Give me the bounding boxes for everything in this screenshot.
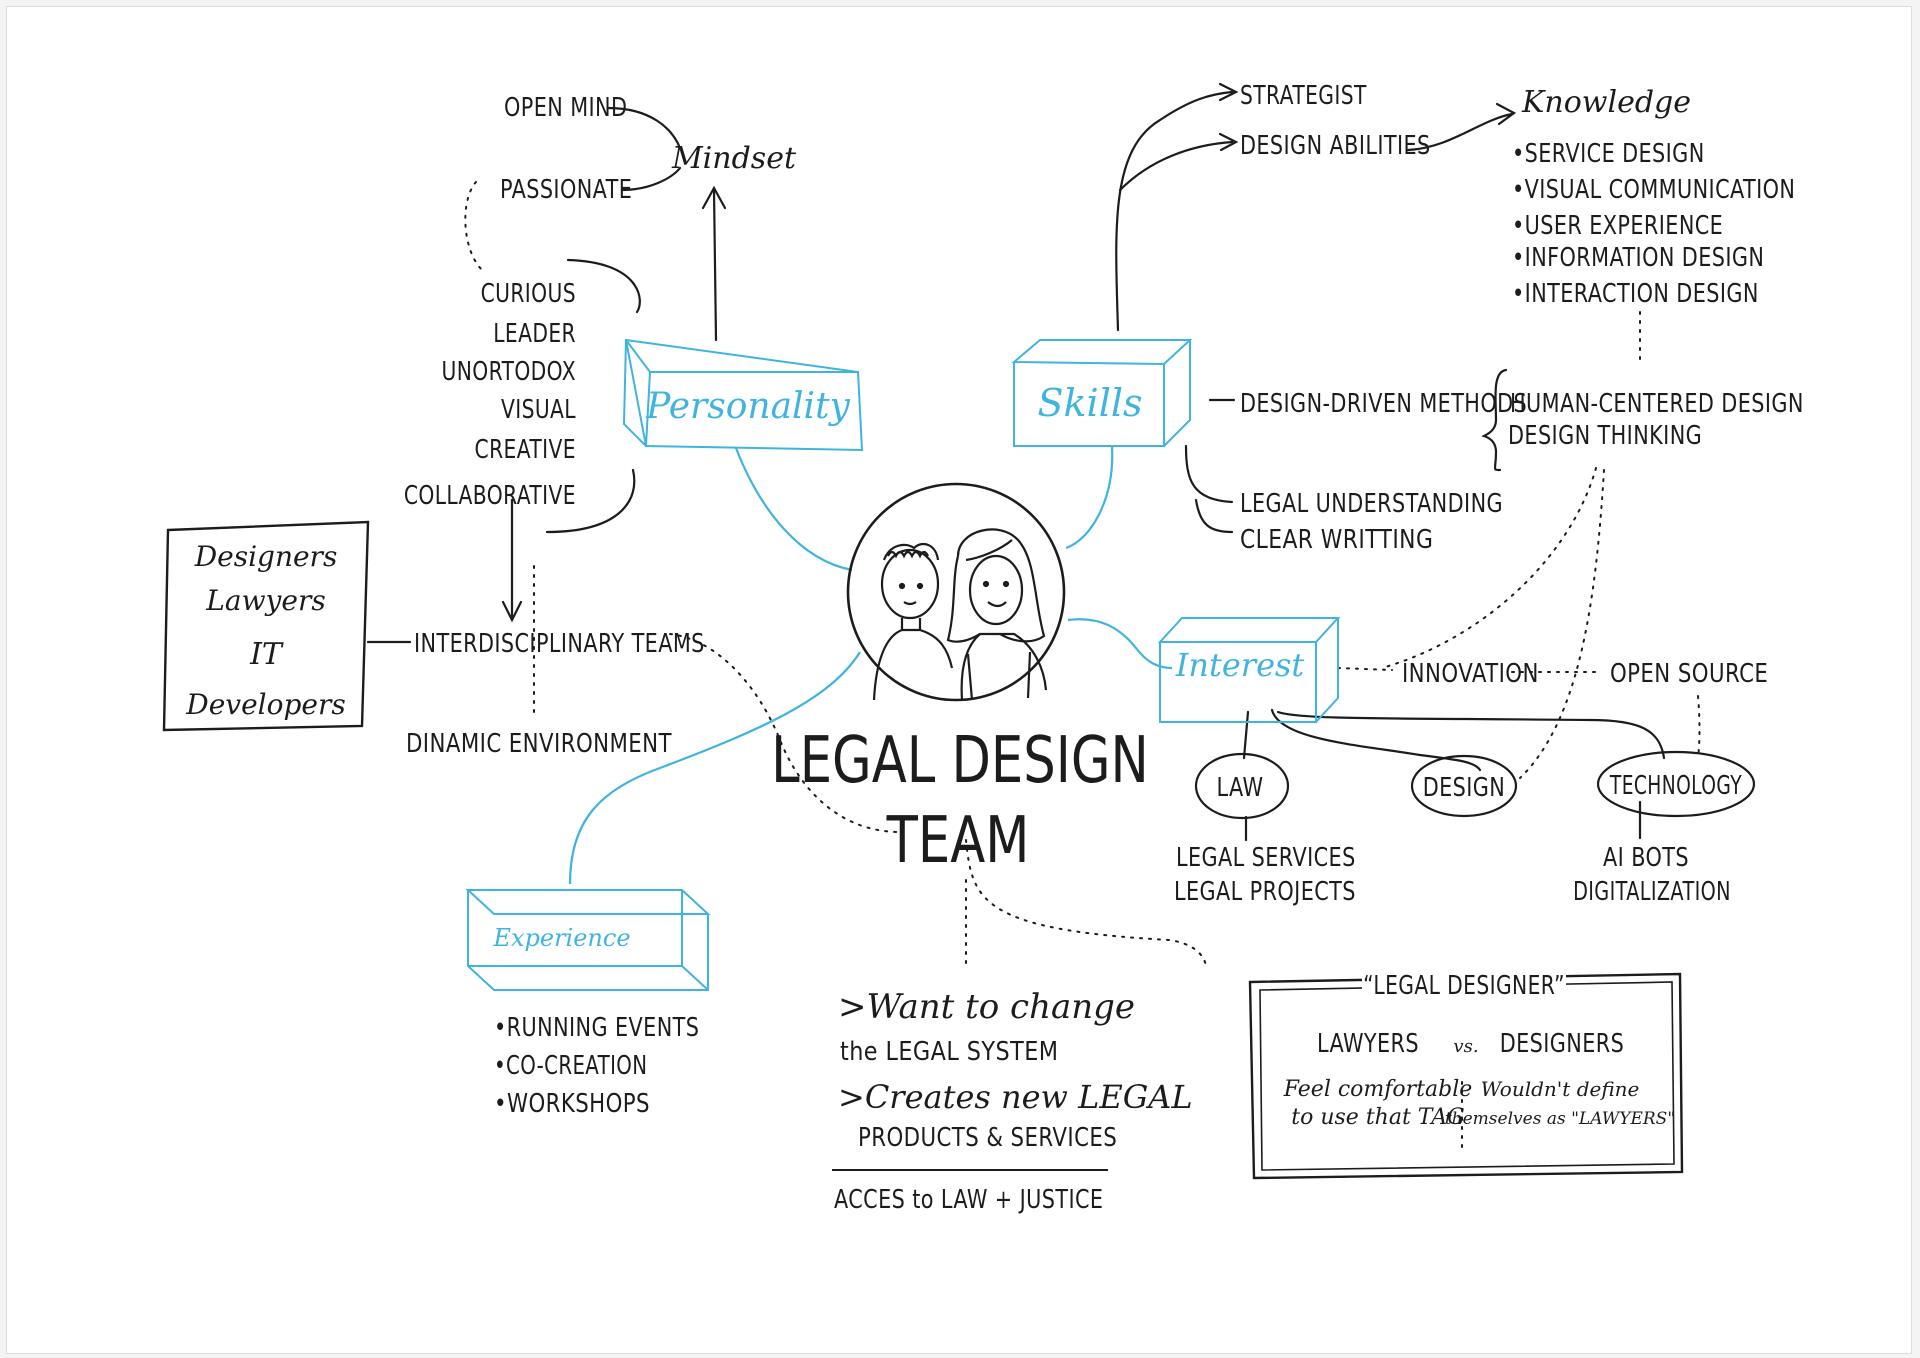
designers-note-line2: themselves as "LAWYERS" [1445,1109,1675,1129]
trait-unortodox: UNORTODOX [441,357,576,387]
vs-label: vs. [1453,1036,1478,1057]
personality-label: Personality [645,386,850,427]
skills-label: Skills [1037,381,1142,425]
role-it: IT [249,637,284,672]
roles-box: Designers Lawyers IT Developers [162,520,370,732]
paper-sheet [6,6,1912,1354]
knowledge-item: •SERVICE DESIGN [1512,138,1705,169]
law-item-legal-projects: LEGAL PROJECTS [1174,876,1356,907]
lawyers-note-line1: Feel comfortable [1283,1077,1473,1102]
experience-label: Experience [492,924,630,952]
experience-item: •CO-CREATION [494,1051,647,1080]
mindset-item-passionate: PASSIONATE [500,174,632,205]
two-people-portrait-icon [846,482,1066,702]
knowledge-list: •SERVICE DESIGN •VISUAL COMMUNICATION •U… [1512,138,1795,309]
design-label: DESIGN [1423,772,1506,803]
legal-designer-box: “LEGAL DESIGNER” LAWYERS vs. DESIGNERS F… [1248,962,1684,1180]
mindset-item-open-mind: OPEN MIND [504,92,627,123]
open-source: OPEN SOURCE [1610,658,1768,689]
blue-connectors [568,445,1173,885]
dotted-connectors [464,181,1701,1149]
legal-understanding: LEGAL UNDERSTANDING [1240,488,1503,519]
skills-box[interactable] [1011,339,1193,447]
knowledge-item: •INFORMATION DESIGN [1512,242,1764,273]
design-abilities: DESIGN ABILITIES [1240,130,1431,161]
lawyers-note-line2: to use that TAG [1291,1105,1464,1130]
technology-node: TECHNOLOGY [1596,750,1756,818]
goals-block: >Want to change the LEGAL SYSTEM >Create… [832,987,1193,1215]
strategist: STRATEGIST [1240,81,1367,111]
trait-creative: CREATIVE [475,435,576,465]
knowledge-title: Knowledge [1521,85,1691,120]
trait-list: CURIOUS LEADER UNORTODOX VISUAL CREATIVE… [404,279,576,511]
design-node: DESIGN [1410,754,1518,818]
tech-item-digitalization: DIGITALIZATION [1573,877,1731,907]
legal-designer-title: “LEGAL DESIGNER” [1363,971,1565,1001]
design-driven-methods: DESIGN-DRIVEN METHODS [1240,388,1527,419]
role-designers: Designers [194,540,338,573]
lawyers-heading: LAWYERS [1317,1028,1419,1059]
center-title-line2: TEAM [886,802,1030,877]
trait-collaborative: COLLABORATIVE [404,481,576,511]
trait-curious: CURIOUS [481,279,576,309]
experience-box[interactable] [465,889,711,991]
mindset-label: Mindset [671,141,797,176]
center-title-line1: LEGAL DESIGN [771,722,1149,797]
personality-box[interactable] [622,338,864,452]
method-design-thinking: DESIGN THINKING [1508,420,1702,451]
law-label: LAW [1217,772,1264,803]
goal-footer: ACCES to LAW + JUSTICE [834,1184,1103,1215]
innovation: INNOVATION [1402,658,1539,689]
connector-lines [366,82,1666,842]
goal-line1: >Want to change [838,987,1135,1027]
interest-label: Interest [1175,646,1305,684]
trait-leader: LEADER [493,319,576,349]
goal-line3: >Creates new LEGAL [838,1078,1193,1116]
experience-item: •RUNNING EVENTS [494,1012,699,1043]
law-node: LAW [1194,752,1290,820]
goal-line2: the LEGAL SYSTEM [840,1035,1058,1066]
role-developers: Developers [185,688,345,721]
trait-visual: VISUAL [501,395,576,425]
method-human-centered-design: HUMAN-CENTERED DESIGN [1510,388,1804,419]
role-lawyers: Lawyers [205,584,325,617]
designers-note-line1: Wouldn't define [1481,1077,1640,1101]
experience-item: •WORKSHOPS [494,1088,650,1119]
law-item-legal-services: LEGAL SERVICES [1176,842,1356,873]
interdisciplinary-teams: INTERDISCIPLINARY TEAMS [414,628,705,659]
knowledge-item: •VISUAL COMMUNICATION [1512,174,1795,205]
experience-list: •RUNNING EVENTS •CO-CREATION •WORKSHOPS [494,1012,699,1119]
designers-heading: DESIGNERS [1500,1028,1625,1059]
interest-box[interactable] [1157,617,1341,723]
dinamic-environment: DINAMIC ENVIRONMENT [406,728,672,759]
goal-line4: PRODUCTS & SERVICES [858,1122,1117,1153]
knowledge-item: •USER EXPERIENCE [1512,210,1723,241]
clear-writting: CLEAR WRITTING [1240,524,1433,554]
knowledge-item: •INTERACTION DESIGN [1512,278,1759,309]
tech-item-ai-bots: AI BOTS [1603,842,1689,873]
technology-label: TECHNOLOGY [1609,771,1742,801]
